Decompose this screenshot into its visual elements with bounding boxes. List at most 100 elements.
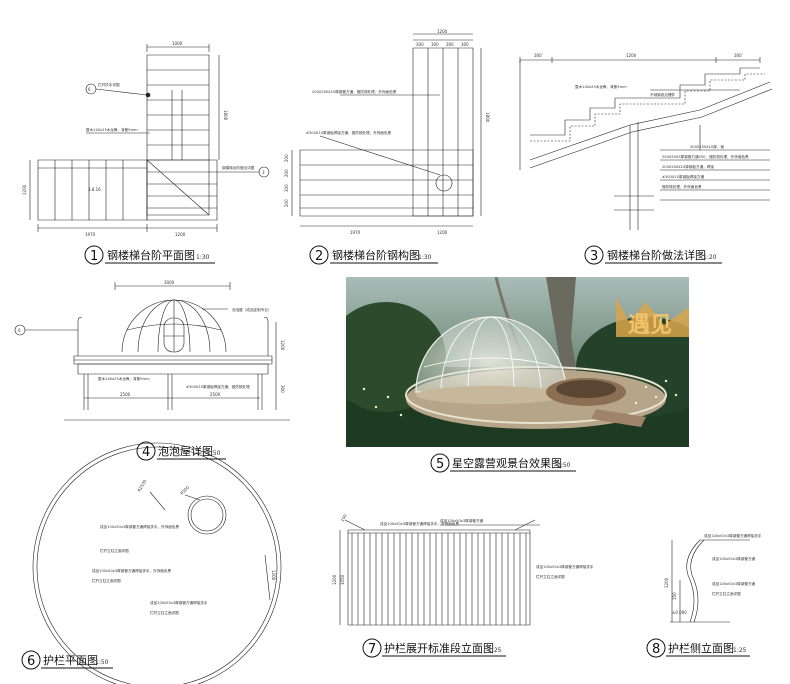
p6-note-3: 成品100x50x3厚钢管方通焊接扶手，外饰面色黑: [92, 568, 171, 573]
p4-note-a: 泡泡屋（成品定制专业）: [232, 307, 272, 312]
title-3-scale: 1:20: [703, 254, 717, 261]
title-panel-6: 6 护栏平面图 1:50: [22, 651, 113, 669]
p1-note-b: 栏杆扶手详图: [98, 82, 120, 87]
p7-note-1: 成品100x50x3厚钢管方通焊接扶手，外饰面色黑: [380, 521, 459, 526]
p2-dim-top-1: 300: [416, 42, 424, 47]
p2-dim-top-3: 300: [446, 42, 454, 47]
title-panel-1: 1 钢楼梯台阶平面图 1:30: [85, 246, 215, 264]
p1-note-c: 钢楼梯台阶做法详图: [222, 165, 255, 170]
p4-dim-b: 2500: [210, 392, 221, 397]
title-panel-5: 5 星空露营观景台效果图 1:50: [431, 454, 576, 472]
p7-dim-a: 1200: [332, 574, 337, 585]
p1-dim-bottom-b: 1200: [175, 232, 186, 237]
p2-dim-total: 1200: [437, 29, 448, 34]
p2-note-b: #300X10厚钢板焊接方通，做防锈处理，外饰面色黑: [306, 130, 392, 135]
p4-dim-d: 300: [280, 385, 285, 393]
p3-dim-b: 1200: [626, 53, 637, 58]
panel-8-railing-side: 1200 150 ±0.000 成品100x50x3厚钢管方通焊接扶手 成品10…: [664, 533, 762, 622]
svg-text:5: 5: [436, 457, 444, 472]
p1-callout-b: 3: [262, 170, 265, 175]
title-1-scale: 1:30: [196, 254, 210, 261]
p1-dim-top: 1000: [172, 41, 183, 46]
p6-dim-c: 1200: [271, 570, 276, 581]
p3-note-6: #300X10厚钢板焊接方通: [662, 174, 704, 179]
p2-dim-top-4: 300: [461, 42, 469, 47]
title-8-scale: 1:25: [733, 647, 747, 654]
panel-titles: 1 钢楼梯台阶平面图 1:30 2 钢楼梯台阶钢构图 1:30 3 钢楼梯台阶做…: [22, 246, 750, 669]
svg-text:4: 4: [142, 445, 150, 460]
p6-note-5: 成品100x50x3厚钢管方通焊接扶手: [150, 600, 208, 605]
p2-dim-bottom-b: 1200: [437, 230, 448, 235]
panel-3-stair-section: 300 1200 300 整木140x25木龙骨，背断5mm 不锈钢收边槽件 3…: [520, 53, 772, 230]
p2-note-a: 200X200X10厚钢管方通，做防锈处理，外饰面色黑: [312, 89, 397, 94]
p6-dim-b: R500: [179, 484, 190, 495]
p7-note-2: 成品100x50x3厚钢管方通: [440, 518, 484, 523]
p7-note-4: 栏杆立柱立面详图: [536, 574, 565, 579]
rendering-image: 遇见: [346, 277, 689, 447]
p2-dim-left-1: 200: [284, 154, 289, 162]
panel-2-steel-structure: 300 300 300 300 1200 1800 200 200 300 20…: [284, 29, 490, 235]
title-1-text: 钢楼梯台阶平面图: [107, 248, 195, 262]
svg-text:1: 1: [90, 249, 98, 264]
p1-dim-bottom-a: 1970: [85, 232, 96, 237]
p6-note-6: 栏杆立柱立面详图: [150, 610, 179, 615]
p8-dim-a: 1200: [664, 577, 669, 588]
p3-note-4: 200X50X5厚钢管方通250，做防锈处理，外饰面色黑: [662, 154, 749, 159]
title-2-text: 钢楼梯台阶钢构图: [332, 248, 420, 262]
p3-dim-a: 300: [534, 53, 542, 58]
title-6-scale: 1:50: [95, 659, 109, 666]
p2-dim-left-4: 200: [284, 199, 289, 207]
title-7-text: 护栏展开标准段立面图: [384, 641, 494, 655]
p8-note-1: 成品100x50x3厚钢管方通焊接扶手: [704, 533, 762, 538]
p2-dim-right: 1800: [485, 112, 490, 123]
p6-note-1: 成品100x50x3厚钢管方通焊接扶手，外饰面色黑: [100, 524, 179, 529]
title-5-text: 星空露营观景台效果图: [452, 456, 562, 470]
p1-dim-right: 1800: [223, 110, 228, 121]
p4-dim-a: 2500: [120, 392, 131, 397]
p8-note-3: 成品100x50x3厚钢管方通: [712, 581, 756, 586]
p1-dim-left: 1200: [22, 184, 27, 195]
title-3-text: 钢楼梯台阶做法详图: [607, 248, 706, 262]
title-7-scale: 1:25: [488, 647, 502, 654]
panel-6-railing-plan: R2500 R500 1200 成品100x50x3厚钢管方通焊接扶手，外饰面色…: [33, 443, 281, 684]
svg-text:7: 7: [368, 642, 376, 657]
p1-note-a: 整木140x25木龙骨，背断5mm: [86, 127, 138, 132]
p7-dim-b: 1050: [340, 574, 345, 585]
panel-5-rendering: 遇见: [346, 277, 689, 447]
p3-note-2: 不锈钢收边槽件: [650, 92, 676, 97]
p3-note-3: 300X150X10厚，钢: [690, 144, 724, 149]
p1-label-mid: 3.8.16: [88, 187, 101, 192]
p3-dim-c: 300: [734, 53, 742, 58]
p6-note-4: 栏杆立柱立面详图: [92, 578, 121, 583]
p7-note-3: 成品100x50x3厚钢管方通焊接扶手: [536, 564, 594, 569]
panel-7-railing-elevation: 1200 1050 100 成品100x50x3厚钢管方通焊接扶手，外饰面色黑 …: [332, 513, 594, 625]
p7-dim-c: 100: [340, 513, 348, 523]
svg-text:8: 8: [652, 642, 660, 657]
p8-dim-b: 150: [672, 592, 677, 600]
p3-note-5: 200X200X10厚钢板方通，焊接: [662, 164, 714, 169]
title-panel-8: 8 护栏侧立面图 1:25: [647, 639, 750, 657]
title-6-text: 护栏平面图: [43, 653, 98, 667]
p6-dim-a: R2500: [137, 478, 148, 492]
p8-note-2: 成品100x50x3厚钢管方通: [712, 556, 756, 561]
p3-note-1: 整木140x25木龙骨，背断5mm: [575, 84, 627, 89]
sign-shape: [616, 297, 689, 337]
title-panel-4: 4 泡泡屋详图 1:50: [137, 442, 226, 460]
p2-dim-left-2: 200: [284, 169, 289, 177]
title-panel-7: 7 护栏展开标准段立面图 1:25: [363, 639, 506, 657]
title-8-text: 护栏侧立面图: [668, 641, 734, 655]
p1-callout-a: 6: [88, 87, 91, 92]
p4-dim-top: 3000: [164, 280, 175, 285]
p8-note-4: 栏杆立柱立面详图: [712, 591, 741, 596]
p2-dim-top-2: 300: [431, 42, 439, 47]
panel-4-bubble-house: 3000 2500 2500 1200 300 6 泡泡屋（成品定制专业） 整木…: [15, 280, 290, 420]
p2-dim-left-3: 300: [284, 184, 289, 192]
svg-text:3: 3: [590, 249, 598, 264]
p4-note-b: 整木140x25木龙骨，背断5mm: [98, 376, 150, 381]
p7-balusters: [352, 533, 526, 625]
title-panel-3: 3 钢楼梯台阶做法详图 1:20: [585, 246, 722, 264]
p4-callout: 6: [18, 328, 21, 333]
title-panel-2: 2 钢楼梯台阶钢构图 1:30: [310, 246, 438, 264]
svg-text:6: 6: [27, 654, 35, 669]
